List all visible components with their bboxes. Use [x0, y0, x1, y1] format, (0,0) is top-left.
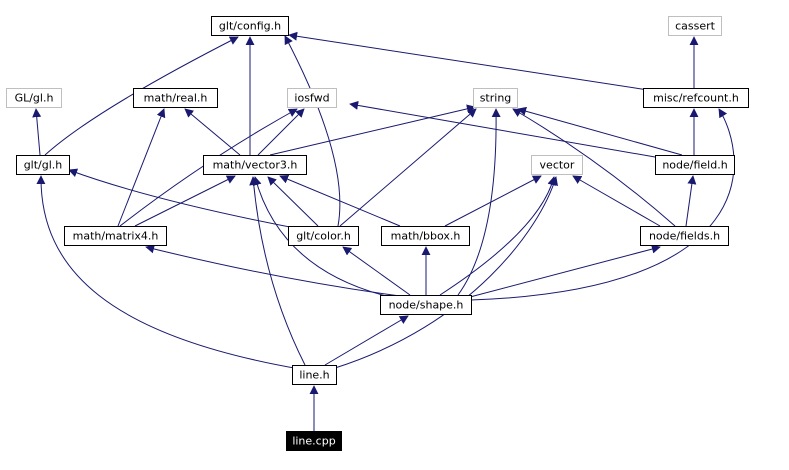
node-box	[292, 365, 337, 385]
node-gl-system[interactable]: GL/gl.h	[6, 88, 62, 108]
node-label: line.h	[299, 369, 329, 382]
edge-color-to-glt-gl	[68, 168, 301, 230]
edge-fields-to-vector	[572, 175, 661, 227]
node-glt-gl[interactable]: glt/gl.h	[16, 155, 70, 175]
node-box	[643, 88, 749, 108]
node-label: string	[480, 92, 512, 105]
edge-matrix4-to-vector3	[134, 175, 236, 227]
node-box	[203, 155, 307, 175]
node-label: node/field.h	[662, 159, 727, 172]
node-label: glt/gl.h	[24, 159, 63, 172]
edge-color-to-string	[339, 108, 477, 227]
edge-field-to-string	[517, 106, 683, 156]
node-box	[640, 226, 729, 246]
edge-shape-to-refcount	[470, 108, 735, 301]
edge-matrix4-to-real	[117, 108, 166, 227]
node-label: cassert	[675, 20, 716, 33]
node-box	[286, 431, 342, 451]
edge-glt-gl-to-config	[44, 36, 239, 156]
edge-line-h-to-shape	[324, 315, 409, 366]
edge-bbox-to-vector3	[279, 174, 401, 227]
node-label: iosfwd	[294, 92, 329, 105]
node-box	[288, 226, 359, 246]
node-vector3[interactable]: math/vector3.h	[203, 155, 307, 175]
edge-shape-to-vector	[439, 176, 557, 296]
node-fields[interactable]: node/fields.h	[640, 226, 729, 246]
edge-shape-to-color	[342, 246, 411, 296]
edge-line-h-to-glt-gl	[36, 175, 301, 370]
node-refcount[interactable]: misc/refcount.h	[643, 88, 749, 108]
edge-fields-to-string	[512, 108, 676, 227]
node-box	[211, 16, 289, 36]
node-shape[interactable]: node/shape.h	[380, 295, 472, 315]
edge-glt-gl-to-gl-system	[32, 108, 42, 156]
edge-field-to-iosfwd	[349, 100, 656, 158]
node-box	[655, 155, 735, 175]
node-label: misc/refcount.h	[653, 92, 739, 105]
node-label: GL/gl.h	[15, 92, 54, 105]
edge-vector3-to-iosfwd	[257, 108, 305, 156]
node-label: math/matrix4.h	[73, 230, 159, 243]
node-label: math/vector3.h	[213, 159, 298, 172]
edge-line-h-to-vector3	[249, 176, 306, 366]
node-label: vector	[540, 159, 575, 172]
edge-shape-to-string	[457, 108, 501, 296]
node-cassert[interactable]: cassert	[668, 16, 722, 36]
node-line-cpp[interactable]: line.cpp	[286, 431, 342, 451]
node-iosfwd[interactable]: iosfwd	[287, 88, 337, 108]
edge-layer	[32, 31, 735, 431]
node-box	[473, 88, 518, 108]
node-label: math/real.h	[144, 92, 208, 105]
edge-refcount-to-config	[288, 31, 649, 91]
edge-vector3-to-real	[184, 108, 241, 156]
edge-color-to-config	[284, 35, 341, 227]
node-label: math/bbox.h	[391, 230, 461, 243]
node-label: node/fields.h	[649, 230, 720, 243]
edge-line-h-to-vector	[334, 176, 558, 369]
node-label: glt/color.h	[296, 230, 351, 243]
node-box	[64, 226, 167, 246]
node-box	[287, 88, 337, 108]
node-vector[interactable]: vector	[531, 155, 583, 175]
node-box	[380, 295, 472, 315]
edge-shape-to-fields	[469, 244, 661, 298]
edge-color-to-vector3	[267, 176, 319, 227]
node-box	[6, 88, 62, 108]
edge-vector3-to-string	[269, 104, 476, 156]
node-label: line.cpp	[292, 435, 335, 448]
node-bbox[interactable]: math/bbox.h	[381, 226, 470, 246]
node-box	[16, 155, 70, 175]
node-field[interactable]: node/field.h	[655, 155, 735, 175]
edge-shape-to-matrix4	[145, 244, 401, 297]
node-real[interactable]: math/real.h	[133, 88, 218, 108]
node-box	[668, 16, 722, 36]
node-box	[133, 88, 218, 108]
edge-shape-to-vector3	[252, 176, 391, 298]
node-box	[531, 155, 583, 175]
node-label: node/shape.h	[389, 299, 464, 312]
edge-bbox-to-vector	[444, 175, 542, 227]
node-box	[381, 226, 470, 246]
node-config[interactable]: glt/config.h	[211, 16, 289, 36]
node-color[interactable]: glt/color.h	[288, 226, 359, 246]
node-string[interactable]: string	[473, 88, 518, 108]
node-line-h[interactable]: line.h	[292, 365, 337, 385]
edge-fields-to-field	[685, 175, 697, 227]
node-label: glt/config.h	[219, 20, 281, 33]
node-matrix4[interactable]: math/matrix4.h	[64, 226, 167, 246]
